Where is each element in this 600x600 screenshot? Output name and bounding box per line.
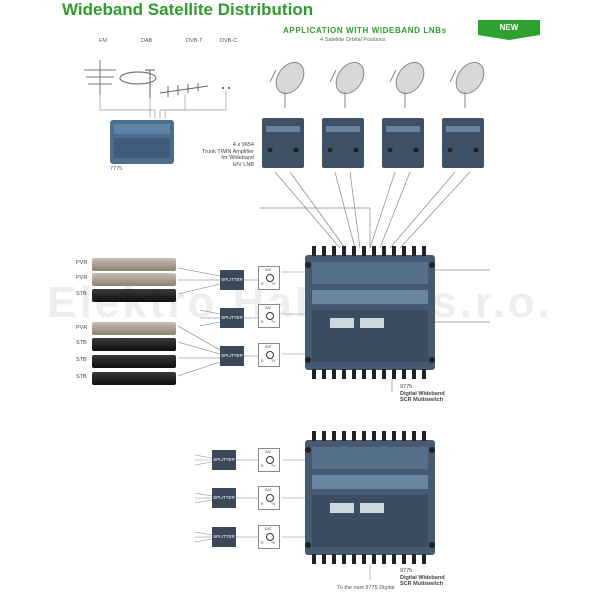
label-dvbc: DVB-C [220, 38, 238, 44]
pvr-receiver [92, 273, 176, 286]
ms1-model: 9775 [400, 384, 413, 390]
terrestrial-amp-model: 7775 [110, 166, 123, 172]
outlet-port-icon [266, 274, 274, 282]
wall-outlet: SAT R TV [258, 448, 280, 472]
stb-receiver [92, 289, 176, 302]
dvbt-antenna-icon [159, 83, 209, 97]
splitter-box: SPLITTER [212, 527, 236, 547]
wall-outlet: SAT R TV [258, 343, 280, 367]
outlet-port-icon [266, 494, 274, 502]
outlet-port-icon [266, 533, 274, 541]
stb-receiver [92, 355, 176, 368]
outlet-tv-label: TV [271, 282, 276, 286]
new-badge: NEW [478, 20, 540, 40]
ms2-line3: SCR Multiswitch [400, 581, 444, 587]
outlet-sat-label: SAT [265, 345, 272, 349]
ms1-line3: SCR Multiswitch [400, 397, 444, 403]
outlet-r-label: R [261, 320, 264, 324]
terrestrial-amplifier [110, 120, 174, 164]
device-label: STB [76, 357, 87, 363]
outlet-sat-label: SAT [265, 527, 272, 531]
dvbc-connector-icon [222, 87, 224, 89]
watermark: Elektro HaR-NK s.r.o. [47, 278, 553, 327]
outlet-tv-label: TV [271, 359, 276, 363]
outlet-r-label: R [261, 464, 264, 468]
outlet-sat-label: SAT [265, 306, 272, 310]
wall-outlet: SAT R TV [258, 304, 280, 328]
dab-antenna-icon [119, 69, 157, 98]
multiswitch-2-caption: 9775 Digital Wideband SCR Multiswitch [400, 568, 470, 588]
fm-antenna-icon [84, 60, 116, 95]
outlet-tv-label: TV [271, 464, 276, 468]
label-dvbt: DVB-T [186, 38, 203, 44]
trunk-amp-line-1: 4 x 9654 [232, 142, 254, 148]
outlet-port-icon [266, 312, 274, 320]
splitter-box: SPLITTER [220, 346, 244, 366]
application-title: APPLICATION WITH WIDEBAND LNBs [283, 26, 447, 35]
outlet-r-label: R [261, 359, 264, 363]
satellite-dish-icons [269, 61, 485, 108]
multiswitch-1-caption: 9775 Digital Wideband SCR Multiswitch [400, 384, 470, 404]
outlet-sat-label: SAT [265, 268, 272, 272]
device-label: STB [76, 374, 87, 380]
trunk-amplifiers [262, 118, 484, 168]
device-label: PVR [76, 260, 88, 266]
outlet-port-icon [266, 351, 274, 359]
multiswitch-2 [305, 440, 435, 555]
ms1-line2: Digital Wideband [400, 390, 445, 397]
splitter-box: SPLITTER [212, 488, 236, 508]
stb-receiver [92, 338, 176, 351]
wall-outlet: SAT R TV [258, 486, 280, 510]
device-label: STB [76, 340, 87, 346]
dvbc-connector-icon-2 [228, 87, 230, 89]
device-label: PVR [76, 275, 88, 281]
stb-receiver [92, 372, 176, 385]
device-label: PVR [76, 325, 88, 331]
wall-outlet: SAT R TV [258, 266, 280, 290]
ms2-model: 9775 [400, 568, 413, 574]
application-subtitle: 4 Satellite Orbital Positions [320, 37, 386, 43]
label-fm: FM [99, 38, 107, 44]
trunk-amp-line-2: Trunk TWIN Amplifier [202, 148, 254, 155]
multiswitch-1 [305, 255, 435, 370]
splitter-box: SPLITTER [212, 450, 236, 470]
device-label: STB [76, 291, 87, 297]
outlet-r-label: R [261, 502, 264, 506]
splitter-box: SPLITTER [220, 270, 244, 290]
splitter-box: SPLITTER [220, 308, 244, 328]
trunk-amp-caption: 4 x 9654 Trunk TWIN Amplifier for Wideba… [170, 142, 254, 168]
outlet-sat-label: SAT [265, 450, 272, 454]
ms2-line2: Digital Wideband [400, 574, 445, 581]
outlet-port-icon [266, 456, 274, 464]
outlet-r-label: R [261, 541, 264, 545]
outlet-tv-label: TV [271, 502, 276, 506]
pvr-receiver [92, 322, 176, 335]
label-dab: DAB [141, 38, 153, 44]
outlet-sat-label: SAT [265, 488, 272, 492]
next-multiswitch-note: To the next 9775 Digital [337, 585, 395, 591]
wall-outlet: SAT R TV [258, 525, 280, 549]
outlet-tv-label: TV [271, 320, 276, 324]
pvr-receiver [92, 258, 176, 271]
outlet-r-label: R [261, 282, 264, 286]
trunk-amp-line-3: for Wideband [221, 155, 254, 161]
trunk-amp-line-4: H/V LNB [232, 161, 254, 168]
page-title: Wideband Satellite Distribution [62, 0, 314, 19]
outlet-tv-label: TV [271, 541, 276, 545]
